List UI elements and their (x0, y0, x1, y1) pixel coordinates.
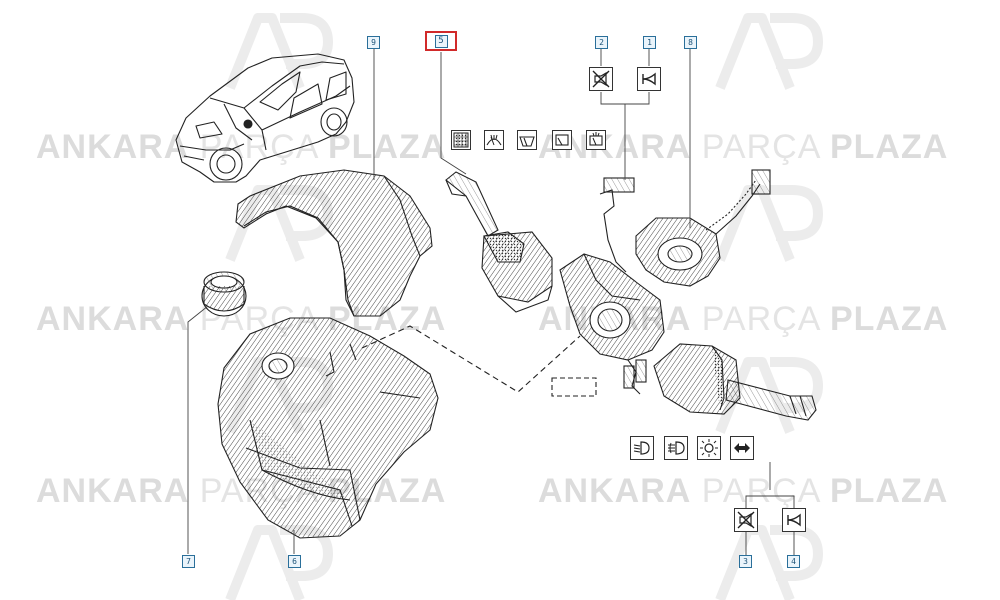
callout-6[interactable]: 6 (288, 555, 301, 568)
callout-7[interactable]: 7 (182, 555, 195, 568)
leader-2-1 (600, 48, 650, 66)
switch-body (559, 177, 665, 395)
watermark-brand-ankara: ANKARA (36, 472, 190, 510)
callout-2[interactable]: 2 (595, 36, 608, 49)
lower-shroud (217, 317, 439, 539)
dashed-hidden-part (551, 377, 597, 397)
callout-label: 6 (292, 557, 297, 566)
watermark-brand-plaza: PLAZA (327, 128, 447, 166)
callout-label: 4 (791, 557, 796, 566)
headlight-low-icon (630, 436, 654, 460)
leader-lines (187, 48, 795, 556)
side-light-icon (697, 436, 721, 460)
callout-label: 8 (688, 38, 693, 47)
rear-defog-icon (451, 130, 471, 150)
dashed-assembly-line (361, 325, 581, 393)
wiper-stalk (445, 171, 553, 313)
watermark-logo-icon (225, 13, 333, 90)
watermark-row-3-right: ANKARA PARÇA PLAZA (538, 472, 948, 511)
fog-light-icon (664, 436, 688, 460)
callout-label: 2 (599, 38, 604, 47)
watermark-brand-parca: PARÇA (701, 472, 820, 510)
rear-wiper-icon (552, 130, 572, 150)
upper-shroud (235, 169, 433, 317)
leader-bracket-bottom (745, 495, 795, 556)
watermark-logo-icon (715, 525, 823, 600)
watermark-brand-ankara: ANKARA (538, 472, 692, 510)
horn-icon (782, 508, 806, 532)
watermark-brand-parca: PARÇA (701, 128, 820, 166)
no-horn-icon (589, 67, 613, 91)
callout-3[interactable]: 3 (739, 555, 752, 568)
watermark-brand-plaza: PLAZA (829, 472, 949, 510)
watermark-brand-ankara: ANKARA (36, 128, 190, 166)
leader-5 (440, 52, 467, 175)
no-horn-icon (734, 508, 758, 532)
watermark-row-1-right: ANKARA PARÇA PLAZA (538, 128, 948, 167)
indicator-icon (730, 436, 754, 460)
callout-label: 7 (186, 557, 191, 566)
callout-1[interactable]: 1 (643, 36, 656, 49)
watermark-brand-parca: PARÇA (701, 300, 820, 338)
ignition-bezel (201, 271, 247, 317)
watermark-logo-icon (715, 13, 823, 90)
lighting-stalk (653, 343, 817, 421)
horn-icon (637, 67, 661, 91)
callout-9[interactable]: 9 (367, 36, 380, 49)
callout-label: 1 (647, 38, 652, 47)
rotary-connector (635, 169, 771, 287)
wiper-icon (517, 130, 537, 150)
leader-bracket-top (600, 92, 650, 180)
callout-4[interactable]: 4 (787, 555, 800, 568)
watermark-logo-icon (225, 525, 333, 600)
callout-5-selected[interactable]: 5 (425, 31, 457, 51)
leader-7 (187, 305, 209, 554)
watermark-brand-plaza: PLAZA (829, 300, 949, 338)
watermark-brand-ankara: ANKARA (36, 300, 190, 338)
rear-wash-icon (586, 130, 606, 150)
wash-wipe-icon (484, 130, 504, 150)
callout-label: 5 (434, 35, 448, 48)
watermark-logo-icon (715, 185, 823, 262)
callout-label: 9 (371, 38, 376, 47)
callout-8[interactable]: 8 (684, 36, 697, 49)
callout-label: 3 (743, 557, 748, 566)
car-illustration (175, 53, 355, 183)
watermark-brand-plaza: PLAZA (829, 128, 949, 166)
